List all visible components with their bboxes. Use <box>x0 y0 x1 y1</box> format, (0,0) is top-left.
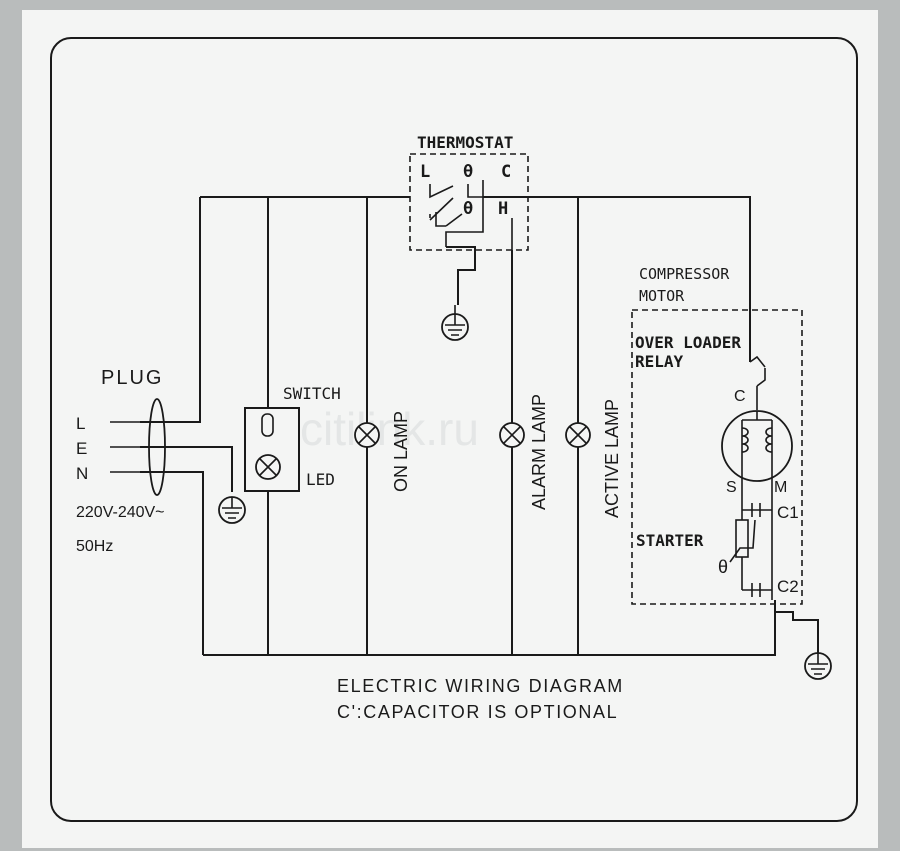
relay-label-2: RELAY <box>635 352 684 371</box>
compressor-title-1: COMPRESSOR <box>639 265 730 283</box>
plug-voltage: 220V-240V~ <box>76 504 165 521</box>
compressor-c: C <box>734 388 746 405</box>
plug-line-e: E <box>76 439 87 458</box>
starter-theta: θ <box>718 557 728 577</box>
compressor-box <box>631 309 803 605</box>
switch-led-box <box>244 407 300 492</box>
caption-note: C':CAPACITOR IS OPTIONAL <box>337 702 618 722</box>
thermostat-ground-icon <box>441 305 469 341</box>
compressor-m: M <box>774 479 787 496</box>
relay-label-1: OVER LOADER <box>635 333 741 352</box>
plug <box>110 398 233 496</box>
alarm-lamp-label: ALARM LAMP <box>529 394 549 510</box>
capacitor-c1 <box>741 475 773 600</box>
alarm-lamp-icon <box>499 422 525 448</box>
on-lamp-icon <box>354 422 380 448</box>
active-lamp-label: ACTIVE LAMP <box>602 399 622 518</box>
starter-label: STARTER <box>636 531 704 550</box>
compressor-c2: C2 <box>777 577 799 596</box>
motor-icon <box>721 410 793 482</box>
compressor-s: S <box>726 479 737 496</box>
active-lamp-icon <box>565 422 591 448</box>
led-label: LED <box>306 470 335 489</box>
diagram-frame <box>50 37 858 822</box>
thermostat-theta-mid: θ <box>463 199 473 219</box>
thermostat-title: THERMOSTAT <box>417 133 513 152</box>
watermark: citilink.ru <box>300 403 479 455</box>
overload-relay <box>749 355 766 410</box>
plug-ground-icon <box>218 496 246 524</box>
switch-label: SWITCH <box>283 384 341 403</box>
thermostat-c: C <box>501 162 511 182</box>
compressor-title-2: MOTOR <box>639 287 685 305</box>
plug-frequency: 50Hz <box>76 538 113 555</box>
thermostat-h: H <box>498 199 508 219</box>
compressor-c1: C1 <box>777 503 799 522</box>
thermostat-theta-top: θ <box>463 162 473 182</box>
plug-line-n: N <box>76 464 88 483</box>
compressor-ground-icon <box>775 611 832 680</box>
plug-title: PLUG <box>101 367 163 389</box>
caption-title: ELECTRIC WIRING DIAGRAM <box>337 676 624 696</box>
thermostat-box <box>409 153 529 305</box>
thermostat-l: L <box>420 162 430 182</box>
plug-line-l: L <box>76 414 85 433</box>
on-lamp-label: ON LAMP <box>391 411 411 492</box>
starter-ptc <box>729 500 772 597</box>
